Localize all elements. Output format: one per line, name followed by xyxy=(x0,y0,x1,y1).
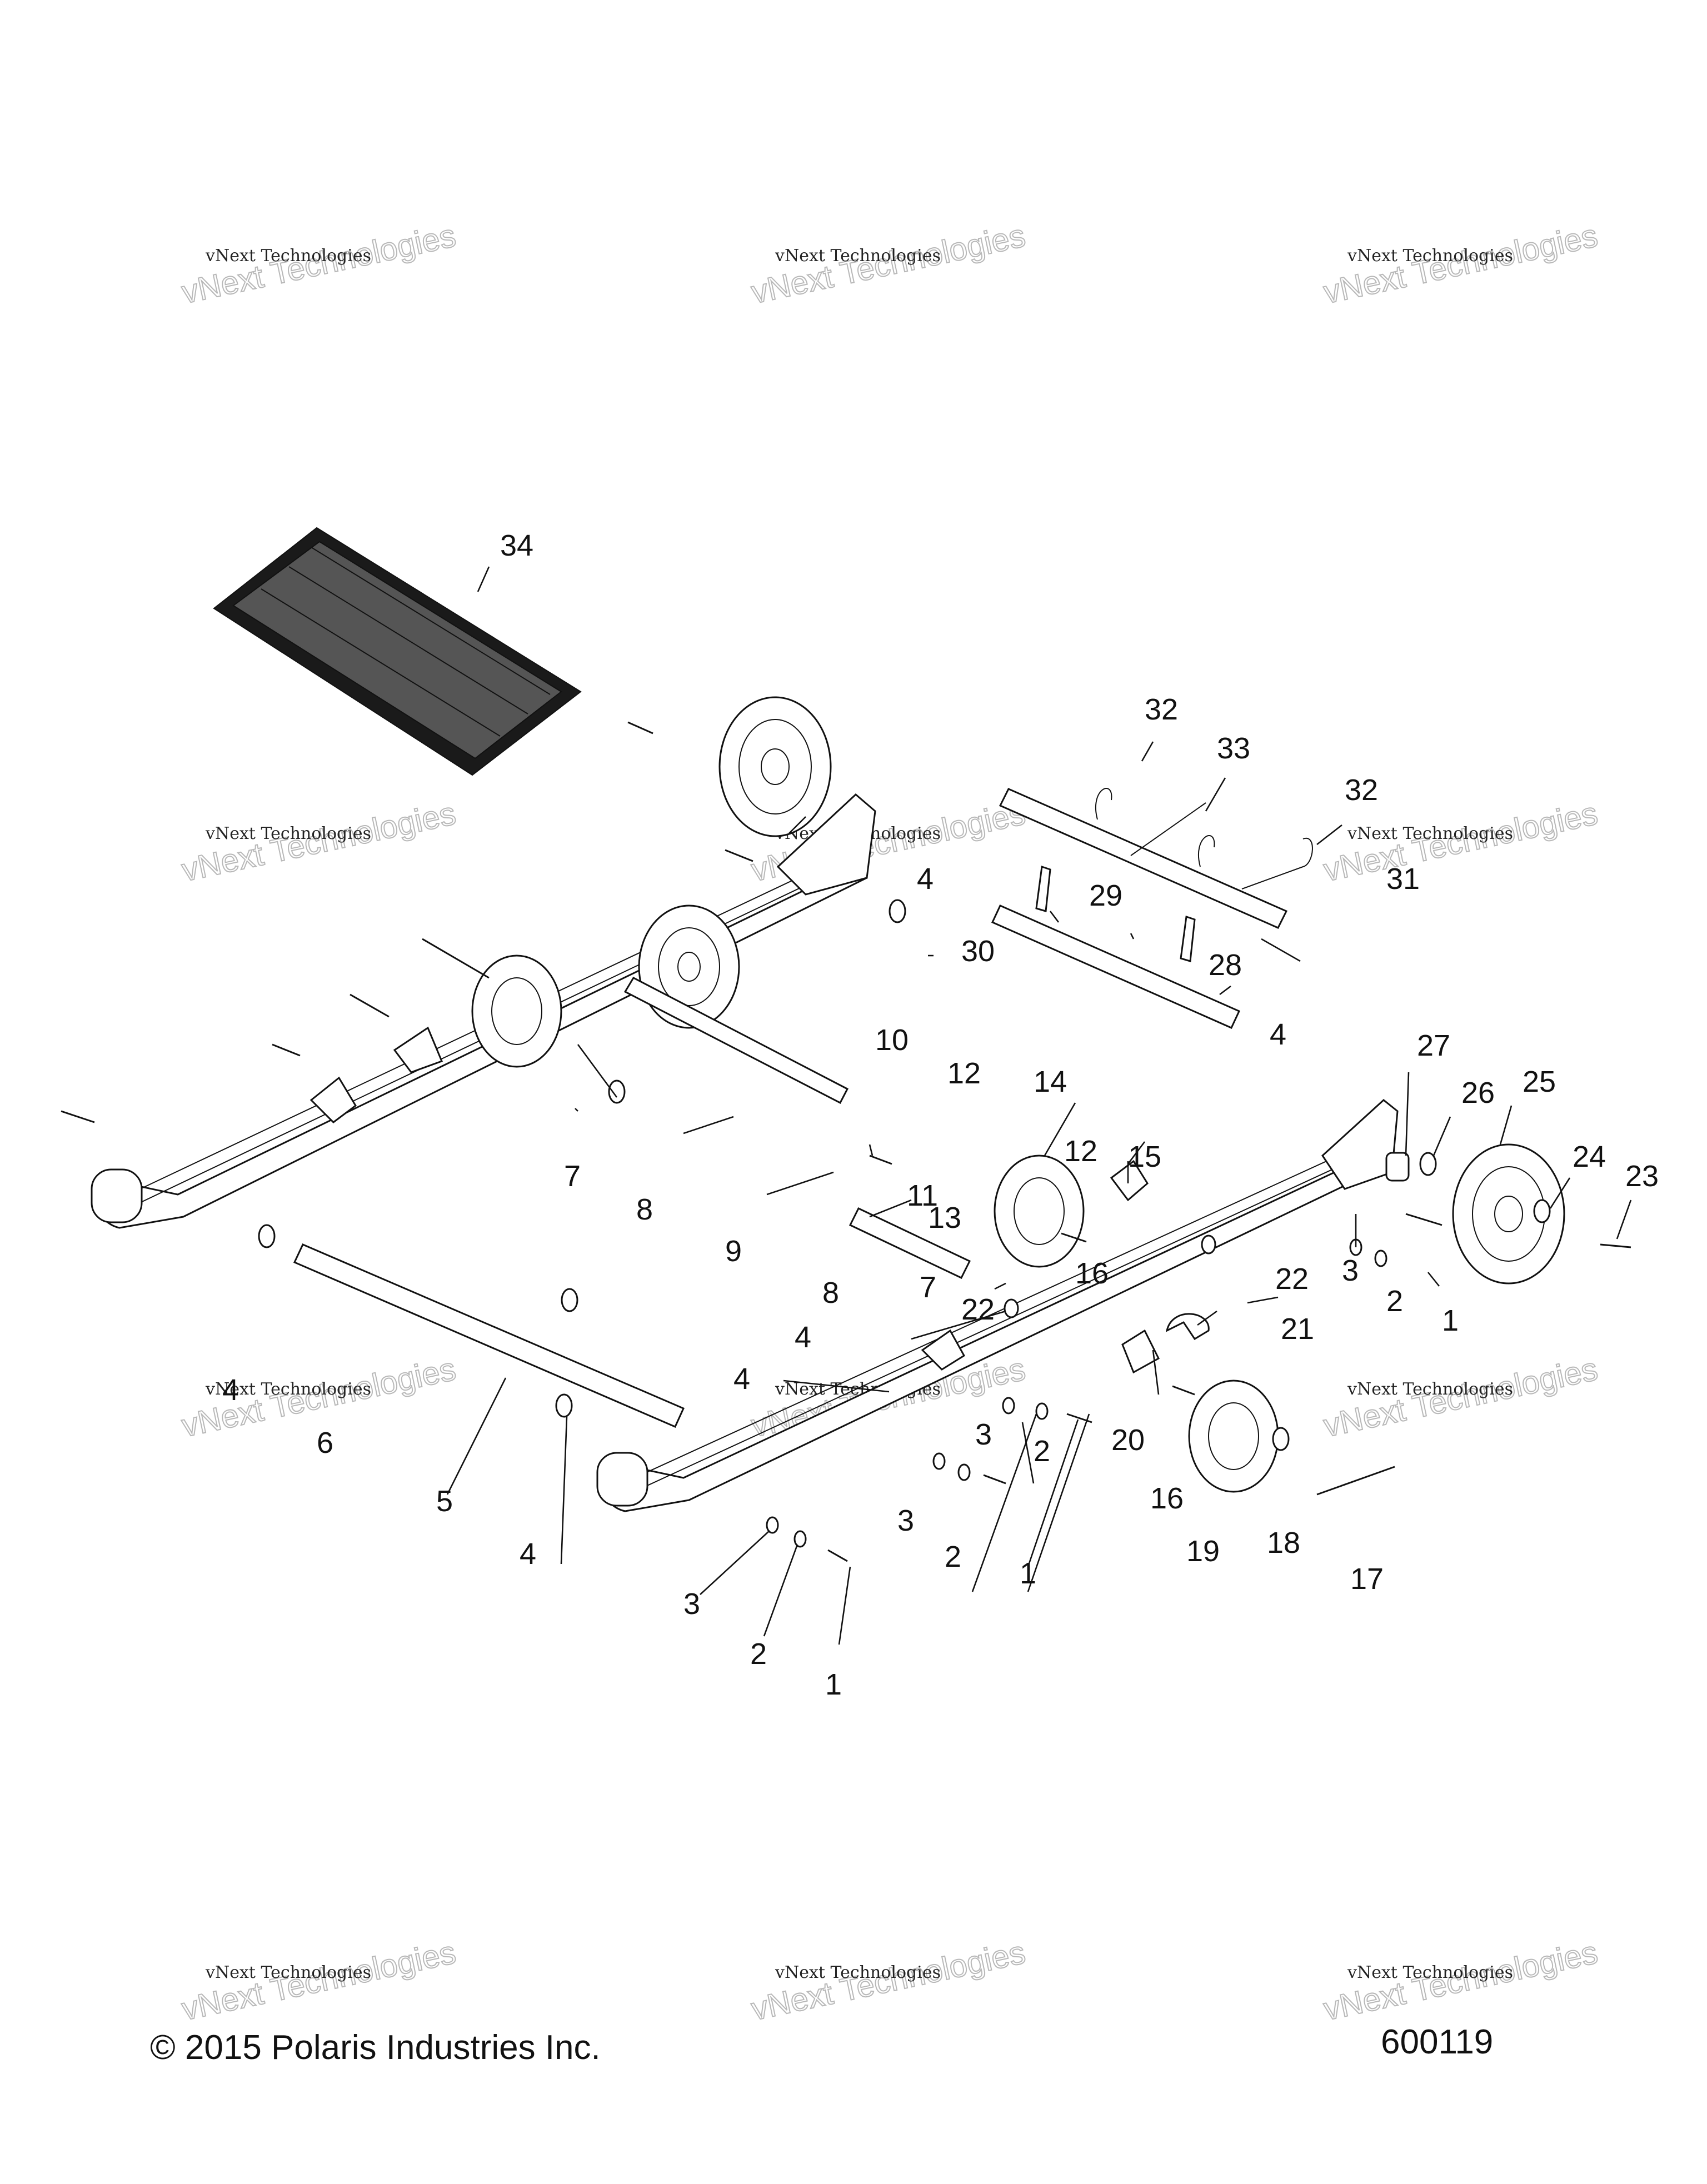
leader-lines xyxy=(446,566,1632,1645)
callout-4-right: 4 xyxy=(1270,1018,1286,1051)
callout-23: 23 xyxy=(1625,1160,1659,1193)
callout-13: 13 xyxy=(928,1201,961,1235)
callout-25: 25 xyxy=(1523,1065,1556,1098)
callout-4-mid: 4 xyxy=(795,1321,811,1354)
callout-3-bottom: 3 xyxy=(683,1587,700,1621)
watermark-brand-text: vNext Technologies xyxy=(205,1380,371,1399)
figure-number: 600119 xyxy=(1381,2023,1494,2061)
callout-29: 29 xyxy=(1089,879,1122,912)
upper-shafts xyxy=(991,788,1313,1029)
callout-12-left: 12 xyxy=(947,1057,981,1090)
callout-22-right: 22 xyxy=(1275,1262,1309,1296)
callout-2-mid: 2 xyxy=(1034,1435,1050,1468)
watermark-brand-text: vNext Technologies xyxy=(205,246,371,266)
callout-20: 20 xyxy=(1111,1423,1145,1457)
callout-17: 17 xyxy=(1350,1562,1384,1596)
callout-7-right: 7 xyxy=(920,1271,936,1304)
callout-24: 24 xyxy=(1573,1140,1606,1173)
callout-4-bottom: 4 xyxy=(520,1537,536,1571)
callout-6: 6 xyxy=(317,1426,333,1460)
callout-labels: 34 32 33 32 31 4 29 28 30 27 26 25 24 23… xyxy=(222,529,1659,1701)
callout-4-farleft: 4 xyxy=(222,1373,239,1407)
callout-2-bottom: 2 xyxy=(750,1637,767,1671)
callout-4-top: 4 xyxy=(917,862,934,896)
callout-34: 34 xyxy=(500,529,533,562)
callout-16-bottom: 16 xyxy=(1150,1482,1184,1515)
left-rail-wheels xyxy=(61,696,832,1123)
callout-12-right: 12 xyxy=(1064,1135,1097,1168)
callout-31: 31 xyxy=(1386,862,1420,896)
right-rail xyxy=(596,1099,1399,1512)
callout-33: 33 xyxy=(1217,732,1250,765)
callout-32-left: 32 xyxy=(1145,693,1178,726)
callout-5: 5 xyxy=(436,1485,453,1518)
callout-26: 26 xyxy=(1461,1076,1495,1110)
watermark-brand-text: vNext Technologies xyxy=(1347,1963,1513,1982)
callout-10: 10 xyxy=(875,1023,909,1057)
callout-8-right: 8 xyxy=(822,1276,839,1310)
callout-3-right: 3 xyxy=(1342,1254,1359,1287)
callout-1-right: 1 xyxy=(1442,1304,1459,1337)
watermark-brand-text: vNext Technologies xyxy=(1347,824,1513,843)
watermark-brand-text: vNext Technologies xyxy=(1347,1380,1513,1399)
part-34-slide-strip xyxy=(213,527,582,776)
callout-11: 11 xyxy=(907,1179,938,1212)
shafts-left xyxy=(258,899,971,1428)
watermark-brand-text: vNext Technologies xyxy=(1347,246,1513,266)
callout-4-low: 4 xyxy=(733,1362,750,1396)
callout-3-mid: 3 xyxy=(975,1418,992,1451)
callout-22-left: 22 xyxy=(961,1293,995,1326)
callout-14: 14 xyxy=(1034,1065,1067,1098)
copyright-text: © 2015 Polaris Industries Inc. xyxy=(150,2028,601,2067)
callout-16-top: 16 xyxy=(1075,1257,1109,1290)
callout-21: 21 xyxy=(1281,1312,1314,1346)
callout-32-right: 32 xyxy=(1345,773,1378,807)
callout-30: 30 xyxy=(961,934,995,968)
callout-18: 18 xyxy=(1267,1526,1300,1560)
callout-2-right: 2 xyxy=(1386,1285,1403,1318)
watermark-brand-text: vNext Technologies xyxy=(205,1963,371,1982)
callout-15: 15 xyxy=(1128,1140,1161,1173)
right-rail-wheels xyxy=(766,1143,1631,1562)
watermark-brand-text: vNext Technologies xyxy=(775,1963,941,1982)
callout-3-low: 3 xyxy=(897,1504,914,1537)
callout-7-left: 7 xyxy=(564,1160,581,1193)
callout-1-mid: 1 xyxy=(1020,1557,1036,1590)
callout-9: 9 xyxy=(725,1235,742,1268)
callout-2-low: 2 xyxy=(945,1540,961,1573)
watermark-brand-text: vNext Technologies xyxy=(775,246,941,266)
callout-28: 28 xyxy=(1209,948,1242,982)
callout-27: 27 xyxy=(1417,1029,1450,1062)
callout-19: 19 xyxy=(1186,1535,1220,1568)
watermark-brand-text: vNext Technologies xyxy=(205,824,371,843)
callout-8-left: 8 xyxy=(636,1193,653,1226)
callout-1-bottom: 1 xyxy=(825,1668,842,1701)
